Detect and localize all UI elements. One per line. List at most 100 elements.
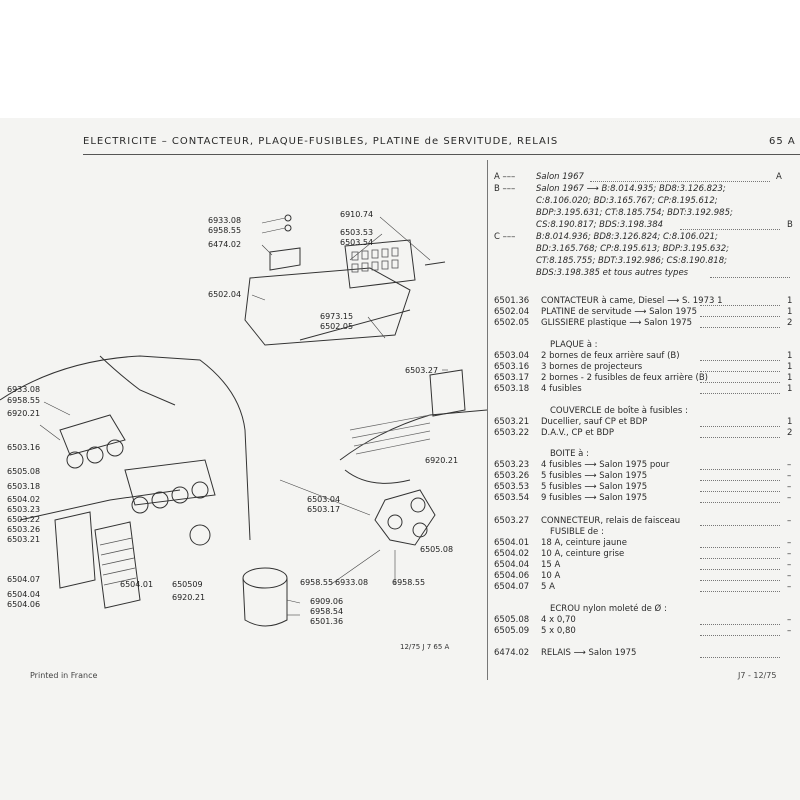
variant-b-line3: BDP:3.195.631; CT:8.185.754; BDT:3.192.9… (536, 208, 733, 218)
dot-leader (700, 656, 780, 658)
callout-6920-21: 6920.21 (172, 593, 206, 602)
dot-leader (700, 326, 780, 328)
dot-leader (700, 468, 780, 470)
part-reference: 6503.21 (494, 417, 530, 427)
dot-leader (700, 546, 780, 548)
part-reference: 6503.54 (494, 493, 530, 503)
dot-leader (700, 501, 780, 503)
plaque-3-bornes (59, 414, 126, 456)
column-divider (487, 160, 488, 680)
part-quantity: 1 (787, 307, 793, 317)
part-reference: 6504.07 (494, 582, 530, 592)
relay-box (269, 247, 301, 271)
part-quantity: – (787, 516, 792, 526)
page-code: 12/75 J 7 65 A (400, 643, 450, 651)
part-reference: 6503.26 (494, 471, 530, 481)
part-reference: 6503.22 (494, 428, 530, 438)
part-quantity: – (787, 460, 792, 470)
part-quantity: 2 (787, 318, 793, 328)
dot-leader (700, 436, 780, 438)
variant-b-end: B (787, 220, 793, 230)
part-description: 5 x 0,80 (541, 626, 576, 636)
callout-6501-36: 6501.36 (310, 617, 344, 626)
dot-leader (700, 359, 780, 361)
part-reference: 6505.09 (494, 626, 530, 636)
dot-leader (700, 315, 780, 317)
callout-6503-18: 6503.18 (7, 482, 41, 491)
callout-6933-08: 6933.08 (7, 385, 41, 394)
variant-a-text: Salon 1967 (536, 172, 584, 182)
callout-6505-08: 6505.08 (7, 467, 41, 476)
part-description: 4 fusibles ⟶ Salon 1975 pour (541, 460, 670, 470)
part-quantity: – (787, 582, 792, 592)
part-description: CONNECTEUR, relais de faisceau (541, 516, 681, 526)
dot-leader (700, 392, 780, 394)
part-description: CONTACTEUR à came, Diesel ⟶ S. 1973 1 (541, 296, 723, 306)
part-quantity: – (787, 571, 792, 581)
part-quantity: – (787, 493, 792, 503)
part-description: 15 A (541, 560, 561, 570)
dot-leader (680, 228, 780, 230)
plaque-2-bornes (374, 489, 436, 546)
boite-fusibles (94, 521, 141, 609)
variant-c-line1: B:8.014.936; BD8:3.126.824; C:8.106.021; (536, 232, 718, 242)
part-reference: 6503.16 (494, 362, 530, 372)
dot-leader (700, 590, 780, 592)
dot-leader (710, 276, 790, 278)
part-description: 9 fusibles ⟶ Salon 1975 (541, 493, 648, 503)
callout-6503-04: 6503.04 (307, 495, 341, 504)
callout-6503-21: 6503.21 (7, 535, 41, 544)
dot-leader (700, 524, 780, 526)
page-top-margin (0, 0, 800, 118)
callout-6503-26: 6503.26 (7, 525, 41, 534)
part-description: 5 fusibles ⟶ Salon 1975 (541, 482, 648, 492)
callout-6933-08: 6933.08 (208, 216, 242, 225)
dot-leader (700, 557, 780, 559)
part-description: 4 x 0,70 (541, 615, 576, 625)
part-reference: 6504.02 (494, 549, 530, 559)
variant-c-line3: CT:8.185.755; BDT:3.192.986; CS:8.190.81… (536, 256, 727, 266)
callout-6958-55: 6958.55 (208, 226, 242, 235)
part-quantity: – (787, 615, 792, 625)
callout-6933-08: 6933.08 (335, 578, 369, 587)
dot-leader (700, 304, 780, 306)
part-description: COUVERCLE de boîte à fusibles : (550, 406, 688, 416)
part-description: FUSIBLE de : (550, 527, 604, 537)
callout-6504-01: 6504.01 (120, 580, 154, 589)
nut (189, 524, 211, 546)
part-description: Ducellier, sauf CP et BDP (541, 417, 648, 427)
callout-6503-23: 6503.23 (7, 505, 41, 514)
part-description: BOITE à : (550, 449, 589, 459)
part-reference: 6505.08 (494, 615, 530, 625)
variant-a-letter: A ––– (494, 172, 516, 182)
dot-leader (700, 425, 780, 427)
part-description: 18 A, ceinture jaune (541, 538, 627, 548)
plaque-4-fusibles (124, 459, 216, 506)
dot-leader (700, 579, 780, 581)
page-number: 65 A (769, 136, 796, 147)
dot-leader (700, 370, 780, 372)
part-description: RELAIS ⟶ Salon 1975 (541, 648, 637, 658)
part-reference: 6501.36 (494, 296, 530, 306)
part-reference: 6502.05 (494, 318, 530, 328)
part-description: ECROU nylon moleté de Ø : (550, 604, 667, 614)
callout-6910-74: 6910.74 (340, 210, 374, 219)
part-quantity: 1 (787, 351, 793, 361)
dot-leader (700, 568, 780, 570)
dot-leader (700, 490, 780, 492)
part-quantity: 1 (787, 362, 793, 372)
part-description: PLATINE de servitude ⟶ Salon 1975 (541, 307, 698, 317)
callout-6503-16: 6503.16 (7, 443, 41, 452)
variant-a-end: A (776, 172, 782, 182)
callout-6505-08: 6505.08 (420, 545, 454, 554)
part-description: 10 A (541, 571, 561, 581)
variant-b-line1: Salon 1967 ⟶ B:8.014.935; BD8:3.126.823; (536, 184, 726, 194)
part-reference: 6504.06 (494, 571, 530, 581)
part-quantity: – (787, 482, 792, 492)
diagram-drawing (0, 214, 488, 627)
variant-b-line2: C:8.106.020; BD:3.165.767; CP:8.195.612; (536, 196, 718, 206)
callout-6909-06: 6909.06 (310, 597, 344, 606)
dot-leader (590, 180, 770, 182)
callout-6920-21: 6920.21 (425, 456, 459, 465)
callout-6503-53: 6503.53 (340, 228, 374, 237)
